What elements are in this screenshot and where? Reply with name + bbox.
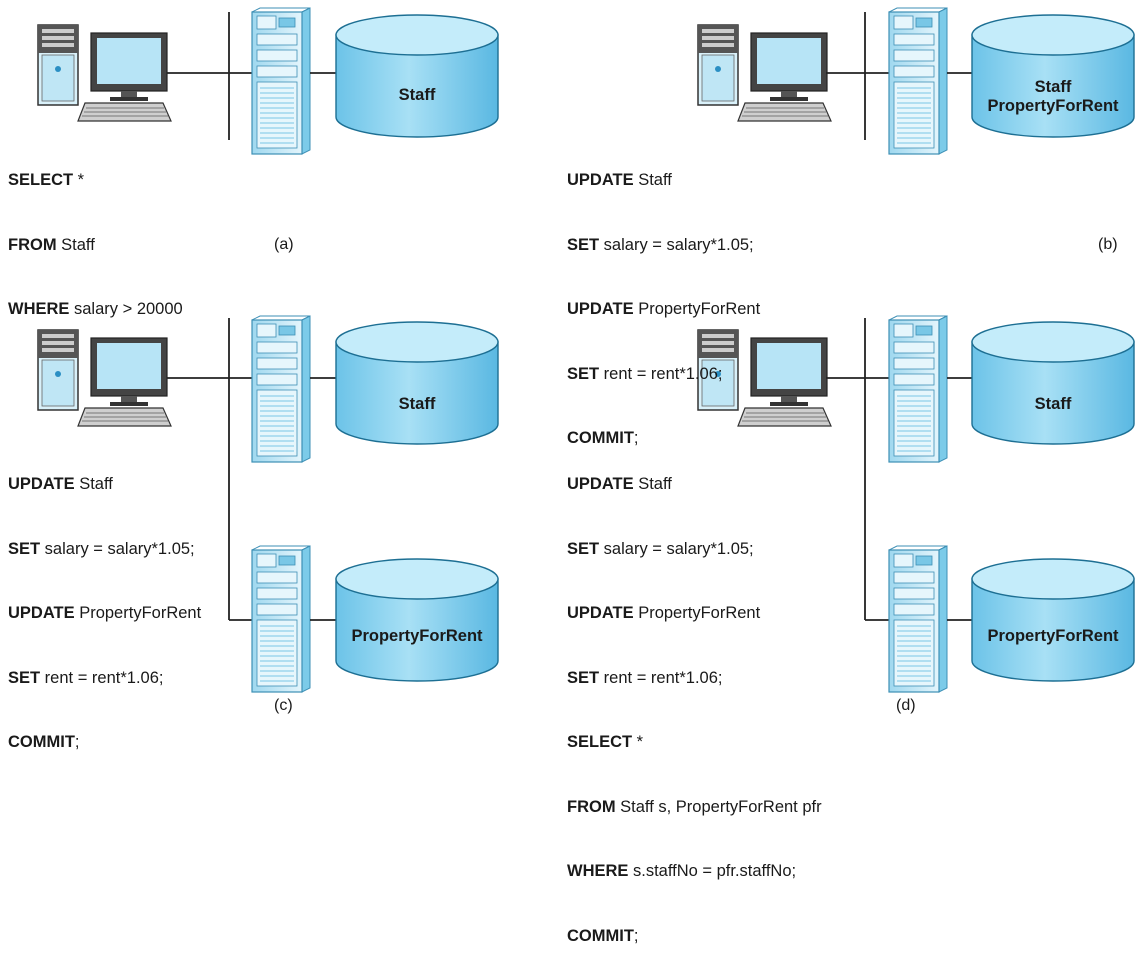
panel-d: Staff PropertyForRent [697, 315, 1135, 693]
sql-line: SELECT * [8, 171, 85, 189]
sql-line: UPDATE PropertyForRent [567, 604, 761, 622]
client-computer-icon [697, 24, 832, 122]
panel-a: Staff [37, 7, 499, 155]
sql-line: SET salary = salary*1.05; [8, 539, 195, 558]
sql-line: SELECT * [567, 733, 644, 751]
panel-caption-d: (d) [896, 697, 916, 714]
client-computer-icon [37, 24, 172, 122]
database-cylinder-icon [335, 321, 499, 445]
panel-caption-a: (a) [274, 236, 294, 253]
server-tower-icon [888, 7, 948, 155]
panel-caption-b: (b) [1098, 236, 1118, 253]
sql-line: UPDATE PropertyForRent [567, 300, 761, 318]
sql-block-b: UPDATE Staff SET salary = salary*1.05; U… [567, 127, 760, 471]
sql-line: SET salary = salary*1.05; [567, 235, 754, 254]
server-tower-icon [251, 315, 311, 463]
sql-line: SET rent = rent*1.06; [8, 668, 164, 687]
database-cylinder-icon [971, 14, 1135, 138]
server-tower-icon [888, 315, 948, 463]
client-computer-icon [37, 329, 172, 427]
sql-line: COMMIT; [8, 733, 80, 751]
database-cylinder-icon [971, 558, 1135, 682]
sql-block-c: UPDATE Staff SET salary = salary*1.05; U… [8, 431, 201, 775]
distributed-transaction-diagram: Staff Staff PropertyForRent Sta [37, 7, 1135, 693]
sql-line: SET rent = rent*1.06; [567, 364, 723, 383]
sql-block-d: UPDATE Staff SET salary = salary*1.05; U… [567, 431, 822, 969]
database-label: Staff [1035, 78, 1072, 96]
sql-line: UPDATE Staff [8, 475, 113, 493]
database-label: PropertyForRent [987, 627, 1119, 645]
sql-line: FROM Staff [8, 235, 95, 254]
sql-line: SET rent = rent*1.06; [567, 668, 723, 687]
panel-caption-c: (c) [274, 697, 293, 714]
panel-b: Staff PropertyForRent [697, 7, 1135, 155]
database-label: Staff [399, 86, 436, 104]
database-cylinder-icon [971, 321, 1135, 445]
sql-line: COMMIT; [567, 926, 639, 945]
sql-line: FROM Staff s, PropertyForRent pfr [567, 797, 822, 816]
database-cylinder-icon [335, 558, 499, 682]
panel-c: Staff PropertyForRent [37, 315, 499, 693]
database-label: Staff [1035, 395, 1072, 413]
sql-line: WHERE s.staffNo = pfr.staffNo; [567, 862, 797, 880]
database-label: PropertyForRent [351, 627, 483, 645]
sql-line: UPDATE Staff [567, 475, 672, 493]
sql-line: WHERE salary > 20000 [8, 300, 183, 318]
server-tower-icon [251, 7, 311, 155]
sql-line: COMMIT; [567, 429, 639, 447]
database-label: PropertyForRent [987, 97, 1119, 115]
sql-line: UPDATE Staff [567, 171, 672, 189]
sql-line: SET salary = salary*1.05; [567, 539, 754, 558]
database-cylinder-icon [335, 14, 499, 138]
database-label: Staff [399, 395, 436, 413]
server-tower-icon [251, 545, 311, 693]
sql-line: UPDATE PropertyForRent [8, 604, 202, 622]
sql-block-a: SELECT * FROM Staff WHERE salary > 20000 [8, 127, 183, 342]
server-tower-icon [888, 545, 948, 693]
